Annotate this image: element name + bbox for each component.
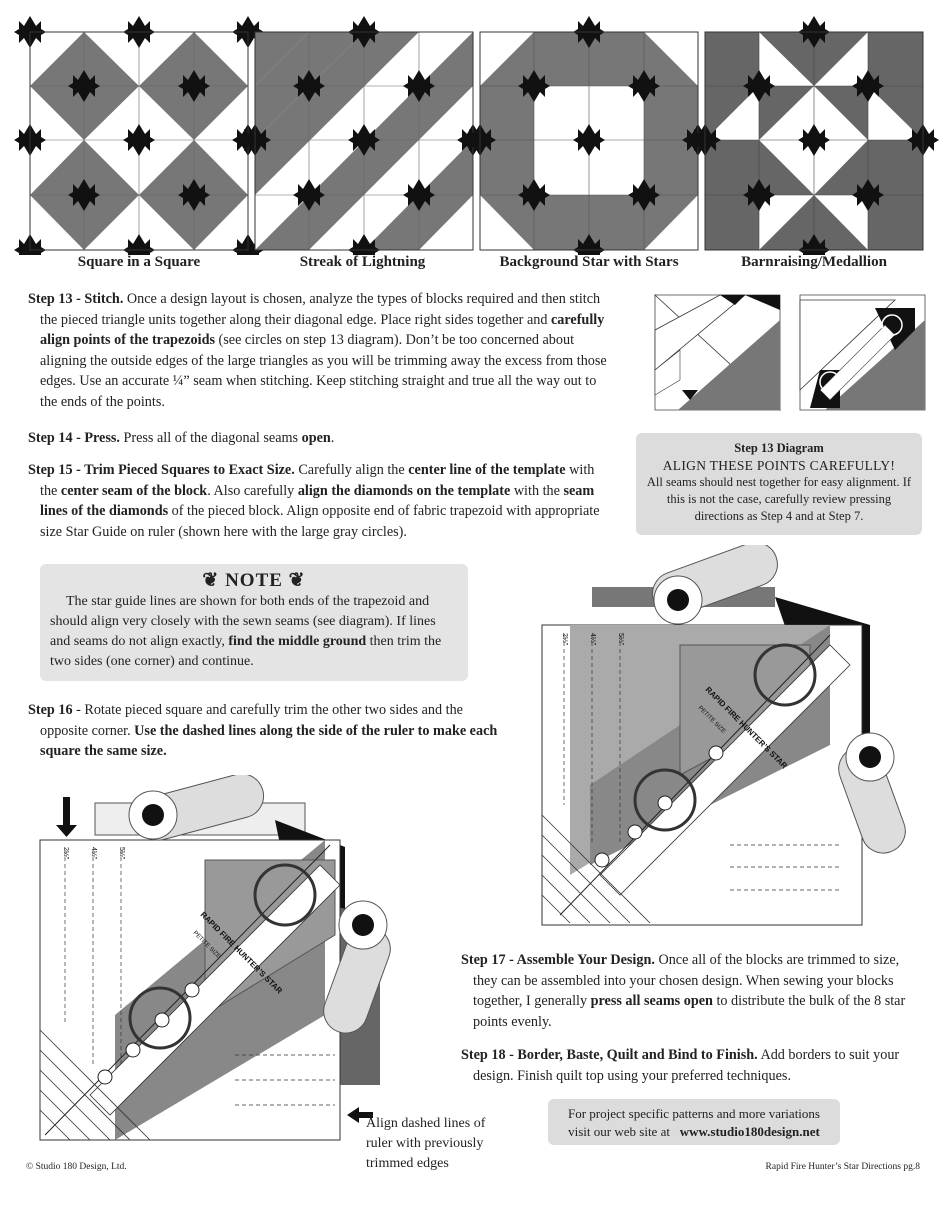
- website-line-1: For project specific patterns and more v…: [568, 1106, 820, 1121]
- arrow-down-icon: [56, 797, 77, 837]
- ornament-left-icon: ❦: [202, 570, 220, 591]
- layout-caption-2: Streak of Lightning: [299, 254, 426, 270]
- diagram-body: All seams should nest together for easy …: [646, 475, 912, 523]
- note-heading: ❦ NOTE ❦: [202, 570, 306, 591]
- arrow-left-icon: [347, 1107, 373, 1123]
- website-box: For project specific patterns and more v…: [548, 1099, 840, 1145]
- step-14: Step 14 - Press. Press all of the diagon…: [28, 430, 335, 446]
- layout-caption-4: Barnraising/Medallion: [741, 254, 887, 270]
- note-body: The star guide lines are shown for both …: [50, 594, 442, 669]
- ornament-right-icon: ❦: [288, 570, 306, 591]
- ruler-handle-side-left: [323, 900, 391, 1034]
- step-17: Step 17 - Assemble Your Design. Once all…: [461, 952, 906, 1030]
- step-13: Step 13 - Stitch. Once a design layout i…: [28, 291, 607, 410]
- step-13-diagram: [653, 294, 926, 411]
- step-16: Step 16 - Rotate pieced square and caref…: [28, 702, 498, 759]
- ruler-tick-right-2: 4½”: [589, 633, 597, 646]
- triangle-unit-left: [653, 294, 782, 411]
- ruler-diagram-left: RAPID FIRE HUNTER’S STAR PETITE SIZE 2½”…: [39, 775, 391, 1141]
- ruler-tick-right-3: 5½”: [617, 633, 625, 646]
- step-15: Step 15 - Trim Pieced Squares to Exact S…: [28, 462, 600, 540]
- website-line-2: visit our web site at www.studio180desig…: [568, 1124, 820, 1139]
- ruler-tick-right-1: 2½”: [561, 633, 569, 646]
- layout-caption-3: Background Star with Stars: [499, 254, 679, 270]
- step-18: Step 18 - Border, Baste, Quilt and Bind …: [461, 1047, 900, 1084]
- step-13-diagram-box: Step 13 Diagram ALIGN THESE POINTS CAREF…: [636, 433, 922, 535]
- footer-page: Rapid Fire Hunter’s Star Directions pg.8: [765, 1162, 920, 1172]
- footer-copyright: © Studio 180 Design, Ltd.: [26, 1162, 127, 1172]
- ruler-tick-left-2: 4½”: [90, 847, 98, 860]
- callout-align-dashed: Align dashed lines of ruler with previou…: [366, 1116, 486, 1171]
- ruler-handle-top-left: [128, 775, 265, 841]
- note-box: ❦ NOTE ❦ The star guide lines are shown …: [40, 564, 468, 681]
- layout-streak-of-lightning: [239, 16, 489, 255]
- ruler-handle-top: [652, 545, 778, 625]
- ruler-tick-left-1: 2½”: [62, 847, 70, 860]
- layout-background-star: [464, 16, 714, 255]
- triangle-unit-right: [799, 294, 926, 411]
- layout-caption-1: Square in a Square: [77, 254, 201, 270]
- ruler-handle-side: [838, 732, 906, 854]
- website-url[interactable]: www.studio180design.net: [679, 1124, 820, 1139]
- quilt-layouts: [14, 16, 939, 255]
- diagram-subtitle: ALIGN THESE POINTS CAREFULLY!: [662, 458, 896, 473]
- diagram-title: Step 13 Diagram: [734, 441, 824, 455]
- ruler-diagram-right: RAPID FIRE HUNTER’S STAR PETITE SIZE 2½”…: [541, 545, 906, 926]
- layout-barnraising: [689, 16, 939, 255]
- ruler-tick-left-3: 5½”: [118, 847, 126, 860]
- layout-square-in-square: [14, 16, 264, 255]
